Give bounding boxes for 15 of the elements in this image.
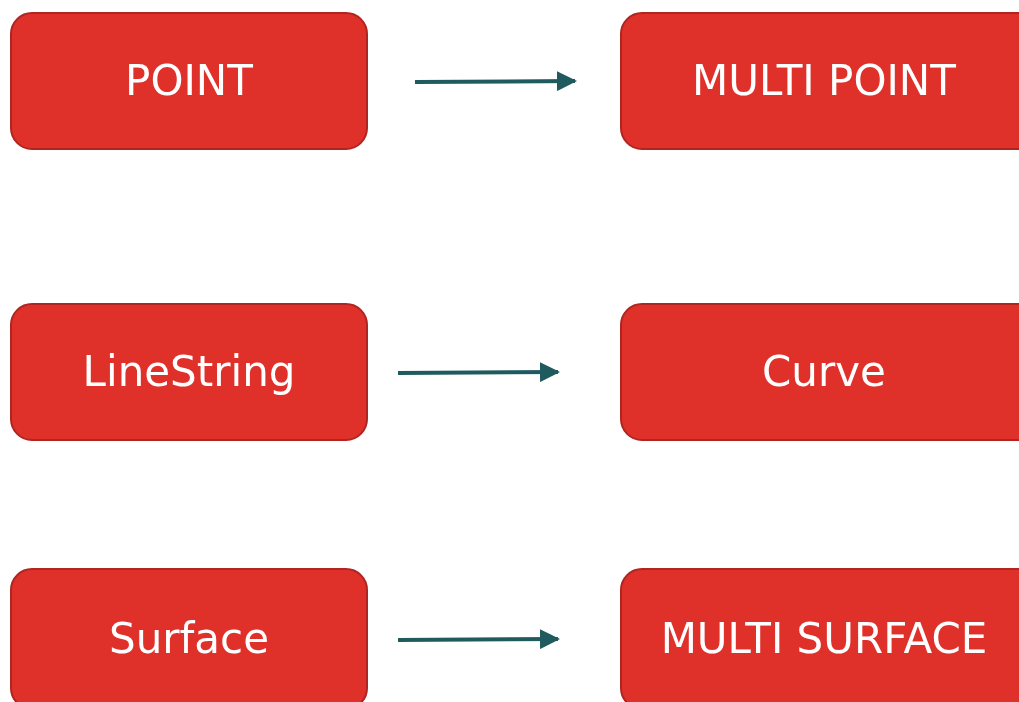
process-box <box>10 303 368 441</box>
arrow <box>398 629 560 650</box>
box-label: LineString <box>82 351 296 393</box>
box-label: POINT <box>125 60 253 102</box>
arrow <box>415 71 577 92</box>
process-box <box>10 12 368 150</box>
arrow <box>398 362 560 383</box>
box-label: Curve <box>762 351 886 393</box>
process-box <box>620 568 1019 702</box>
process-box <box>620 303 1019 441</box>
box-label: MULTI POINT <box>692 60 956 102</box>
box-label: MULTI SURFACE <box>660 618 988 660</box>
process-box <box>10 568 368 702</box>
process-box <box>620 12 1019 150</box>
box-label: Surface <box>109 618 269 660</box>
